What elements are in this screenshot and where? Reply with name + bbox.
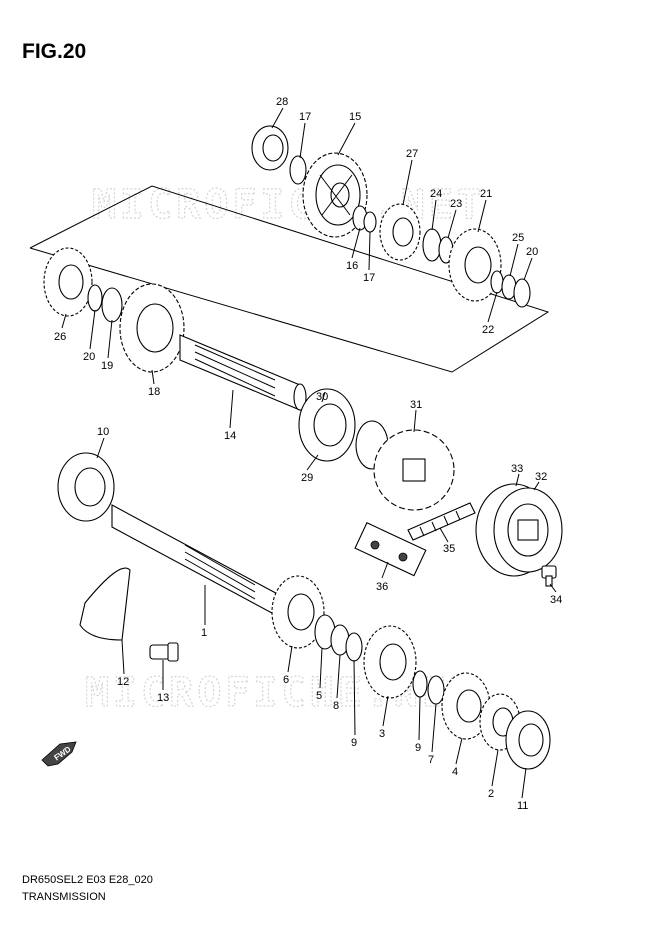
gear-15 — [302, 152, 368, 238]
callout-31: 31 — [410, 399, 422, 411]
watermark-top: MICROFICHE.NET — [92, 182, 485, 228]
callout-20-upper: 20 — [526, 246, 538, 258]
callout-30: 30 — [316, 391, 328, 403]
callout-19: 19 — [101, 360, 113, 372]
callout-2: 2 — [488, 788, 494, 800]
bearing-11 — [505, 710, 551, 770]
callout-13: 13 — [157, 692, 169, 704]
callout-34: 34 — [550, 594, 562, 606]
callout-25: 25 — [512, 232, 524, 244]
callout-labels: 28 17 15 27 24 23 21 25 20 16 17 22 26 2… — [54, 96, 562, 812]
callout-35: 35 — [443, 543, 455, 555]
gear-18 — [119, 283, 185, 373]
forward-arrow-icon: FWD — [41, 741, 77, 767]
callout-20-lower: 20 — [83, 351, 95, 363]
callout-24: 24 — [430, 188, 442, 200]
washer-7 — [427, 675, 445, 705]
bushing-22 — [490, 270, 504, 294]
callout-22: 22 — [482, 324, 494, 336]
countershaft-14 — [179, 334, 307, 411]
bearing-28 — [251, 125, 289, 171]
callout-17-upper: 17 — [299, 111, 311, 123]
circlip-20-lower — [87, 284, 103, 312]
gear-6 — [271, 575, 325, 649]
countershaft-group-outline — [29, 185, 550, 373]
circlip-9-left — [345, 632, 363, 662]
callout-23: 23 — [450, 198, 462, 210]
callout-17-lower: 17 — [363, 272, 375, 284]
drive-chain-35 — [407, 502, 476, 541]
callout-36: 36 — [376, 581, 388, 593]
bushing-24 — [422, 228, 442, 262]
washer-19 — [101, 287, 123, 323]
callout-32: 32 — [535, 471, 547, 483]
callout-9-right: 9 — [415, 742, 421, 754]
circlip-9-right — [412, 670, 428, 698]
chain-joint-36 — [354, 522, 427, 577]
gear-27 — [379, 203, 421, 261]
callout-15: 15 — [349, 111, 361, 123]
callout-11: 11 — [517, 800, 528, 812]
washer-17-upper — [289, 155, 307, 185]
gear-26 — [43, 247, 93, 317]
circlip-20-upper — [513, 278, 531, 308]
leader-lines — [61, 107, 557, 799]
bearing-retainer-12 — [79, 567, 131, 641]
callout-18: 18 — [148, 386, 160, 398]
callout-28: 28 — [276, 96, 288, 108]
callout-10: 10 — [97, 426, 109, 438]
engine-sprocket-31 — [373, 429, 455, 511]
screw-13 — [149, 642, 179, 662]
callout-9-left: 9 — [351, 737, 357, 749]
callout-5: 5 — [316, 690, 322, 702]
figure-title: FIG.20 — [22, 40, 87, 63]
callout-16: 16 — [346, 260, 358, 272]
bolt-34 — [541, 565, 557, 587]
bearing-10 — [57, 452, 115, 522]
driveshaft-1 — [111, 504, 291, 621]
callout-3: 3 — [379, 728, 385, 740]
callout-6: 6 — [283, 674, 289, 686]
callout-33: 33 — [511, 463, 523, 475]
callout-27: 27 — [406, 148, 418, 160]
callout-21: 21 — [480, 188, 492, 200]
washer-17-lower — [363, 211, 377, 233]
section-name: TRANSMISSION — [22, 891, 106, 903]
callout-4: 4 — [452, 766, 458, 778]
callout-26: 26 — [54, 331, 66, 343]
model-code: DR650SEL2 E03 E28_020 — [22, 874, 153, 886]
callout-1: 1 — [201, 627, 207, 639]
gear-4 — [441, 672, 491, 740]
bearing-29 — [298, 388, 356, 462]
callout-14: 14 — [224, 430, 236, 442]
callout-8: 8 — [333, 700, 339, 712]
hub-drum-33-32 — [475, 483, 563, 577]
gear-3 — [363, 625, 417, 699]
gear-21 — [448, 228, 502, 302]
callout-12: 12 — [117, 676, 129, 688]
callout-29: 29 — [301, 472, 313, 484]
callout-7: 7 — [428, 754, 434, 766]
